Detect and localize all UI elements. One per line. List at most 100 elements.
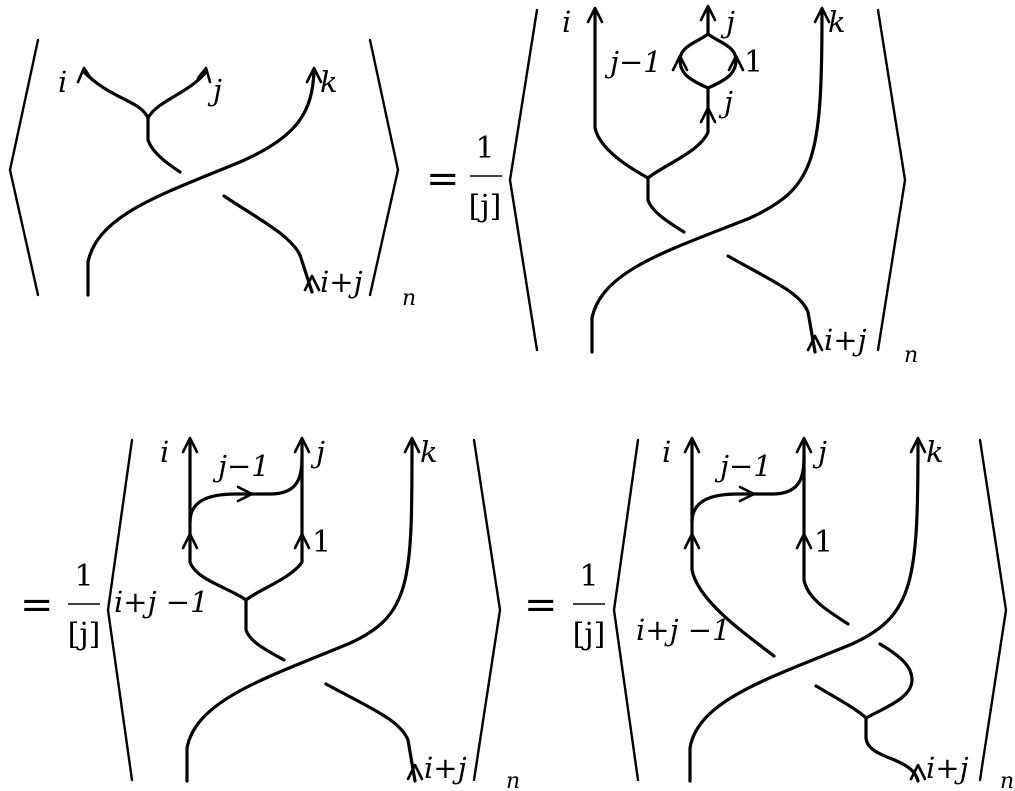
- fraction-numerator: 1: [475, 131, 494, 166]
- strand-i: [593, 10, 650, 180]
- label-i-plus-j: i+j: [424, 751, 467, 785]
- arrow-up-j: [795, 436, 813, 454]
- fraction-one-over-j: 1 [j]: [469, 131, 502, 224]
- label-k: k: [926, 435, 944, 469]
- strand-one: [244, 440, 304, 602]
- right-angle-bracket: [472, 438, 502, 782]
- arrow-up-i: [76, 66, 94, 84]
- diagram-3: i j−1 j 1 k i+j −1 i+j n: [106, 435, 520, 791]
- label-j-minus-1: j−1: [604, 45, 662, 79]
- label-i-plus-j: i+j: [824, 323, 867, 357]
- arrow-up-j-top: [699, 4, 717, 22]
- label-j-minus-1: j−1: [714, 449, 772, 483]
- arrow-up-k: [909, 436, 927, 454]
- left-angle-bracket: [508, 8, 539, 352]
- fraction-denominator: [j]: [573, 617, 606, 652]
- diagram-2: i j j−1 1 j k i+j n: [508, 4, 918, 368]
- left-angle-bracket: [106, 438, 134, 782]
- right-angle-bracket: [368, 38, 400, 297]
- arrow-up-one: [795, 532, 813, 550]
- diagram-4: i j−1 j 1 k i+j −1 i+j n: [612, 435, 1014, 791]
- label-one: 1: [814, 525, 833, 560]
- arrow-up-k: [403, 436, 421, 454]
- label-i-plus-j-minus-1: i+j −1: [114, 585, 209, 619]
- strand-k: [590, 10, 824, 354]
- arrow-up-i: [586, 6, 604, 24]
- right-angle-bracket: [978, 438, 1008, 782]
- equals-sign: =: [524, 582, 558, 628]
- arrow-up-k: [305, 66, 323, 84]
- strand-k: [185, 440, 414, 783]
- arrow-up-k: [813, 6, 831, 24]
- arrow-up-bubble-left: [671, 54, 689, 72]
- arrow-up-j: [196, 66, 212, 84]
- label-k: k: [420, 435, 438, 469]
- fraction-denominator: [j]: [469, 189, 502, 224]
- subscript-n: n: [402, 286, 416, 311]
- arrow-up-bubble-right: [727, 54, 745, 72]
- arrow-up-one: [293, 532, 311, 550]
- label-j-mid: j: [718, 85, 733, 119]
- equals-sign: =: [20, 582, 54, 628]
- arrow-up-i: [683, 436, 701, 454]
- arrow-up-j: [293, 436, 311, 454]
- diagram-1: i j k i+j n: [8, 38, 416, 311]
- bubble-right-1: [706, 32, 738, 90]
- label-j-minus-1: j−1: [212, 449, 270, 483]
- strand-one-upper: [802, 440, 850, 626]
- equals-sign: =: [426, 156, 460, 202]
- bubble-left-j-minus-1: [678, 32, 710, 90]
- strand-i-plus-j-minus-1-lower: [814, 684, 868, 720]
- label-k: k: [828, 5, 846, 39]
- strand-i-plus-j-minus-1-upper: [244, 598, 286, 662]
- label-i-plus-j: i+j: [926, 751, 969, 785]
- arrow-up-j-mid: [699, 106, 717, 124]
- strand-i-plus-j-lower: [324, 682, 417, 783]
- label-i: i: [662, 435, 671, 469]
- strand-i: [188, 440, 248, 602]
- label-i-plus-j: i+j: [320, 265, 363, 299]
- subscript-n: n: [1000, 769, 1014, 791]
- arrow-right-j-minus-1: [236, 485, 254, 503]
- label-i: i: [58, 65, 67, 99]
- label-i-plus-j-minus-1: i+j −1: [636, 613, 731, 647]
- right-angle-bracket: [876, 8, 907, 352]
- label-k: k: [320, 65, 338, 99]
- subscript-n: n: [904, 343, 918, 368]
- arrow-up-ipj: [406, 763, 424, 781]
- fraction-one-over-j: 1 [j]: [68, 559, 101, 652]
- strand-j-minus-1: [188, 456, 304, 524]
- strand-j-minus-1: [690, 456, 806, 524]
- strand-j-mid: [646, 86, 710, 180]
- arrow-up-i-left: [181, 532, 199, 550]
- arrow-up-ipj: [303, 274, 321, 292]
- strand-i-plus-j: [864, 716, 920, 783]
- strand-i-plus-j-lower: [726, 254, 817, 354]
- fraction-denominator: [j]: [68, 617, 101, 652]
- arrow-up-ipj: [806, 334, 824, 352]
- strand-i: [690, 440, 776, 658]
- fraction-one-over-j: 1 [j]: [573, 559, 606, 652]
- strand-k: [688, 440, 920, 783]
- arrow-up-i: [181, 436, 199, 454]
- fraction-numerator: 1: [74, 559, 93, 594]
- label-j: j: [310, 435, 325, 469]
- arrow-up-i-left: [683, 532, 701, 550]
- left-angle-bracket: [612, 438, 640, 782]
- strand-j: [146, 70, 208, 120]
- label-j-top: j: [720, 5, 735, 39]
- strand-one-lower: [864, 642, 914, 720]
- strand-i-plus-j-upper: [146, 116, 182, 174]
- left-angle-bracket: [8, 38, 40, 297]
- label-i: i: [562, 5, 571, 39]
- subscript-n: n: [506, 769, 520, 791]
- fraction-numerator: 1: [579, 559, 598, 594]
- strand-i-plus-j-lower: [222, 194, 314, 294]
- arrow-right-j-minus-1: [738, 485, 756, 503]
- strand-k: [86, 70, 316, 297]
- label-one: 1: [744, 45, 763, 80]
- arrow-up-ipj: [909, 763, 927, 781]
- strand-i-plus-j-upper: [646, 176, 686, 234]
